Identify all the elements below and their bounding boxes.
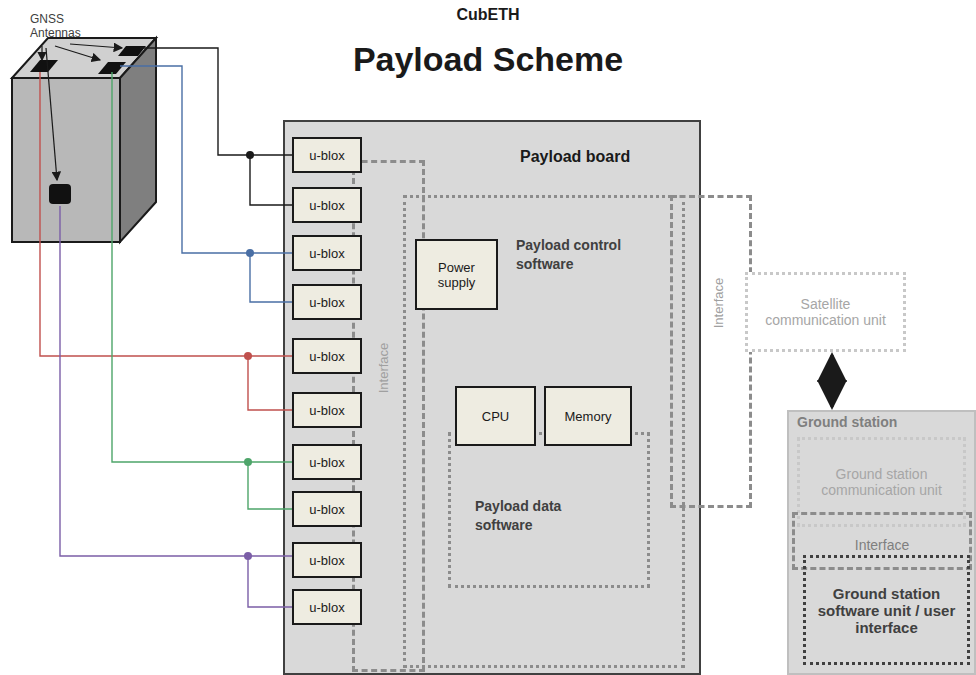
node-text: u-blox bbox=[304, 553, 349, 568]
ublox-module: u-blox bbox=[292, 589, 362, 625]
node-text: Payload data software bbox=[475, 497, 595, 535]
ublox-module: u-blox bbox=[292, 235, 362, 271]
antenna-wire bbox=[40, 72, 292, 356]
node-text: Satellite communication unit bbox=[748, 296, 903, 328]
software-box: Payload control softwarePower supplyCPU M… bbox=[403, 195, 685, 668]
node-text: u-blox bbox=[304, 148, 349, 163]
software-unit: Ground station software unit / user inte… bbox=[803, 555, 970, 665]
memory-box: Memory bbox=[544, 386, 632, 446]
node-text: Ground station software unit / user inte… bbox=[806, 585, 967, 636]
cube-front bbox=[12, 78, 120, 242]
antenna-wire bbox=[112, 72, 292, 462]
node-text: Memory bbox=[560, 409, 617, 424]
ublox-module: u-blox bbox=[292, 542, 362, 578]
ublox-module: u-blox bbox=[292, 491, 362, 527]
antenna-wire bbox=[250, 155, 292, 205]
ublox-module: u-blox bbox=[292, 444, 362, 480]
ublox-module: u-blox bbox=[292, 284, 362, 320]
diagram-title: Payload Scheme bbox=[0, 40, 976, 79]
node-text: Payload board bbox=[520, 148, 630, 166]
antenna-wire bbox=[120, 66, 292, 253]
payload-board: Payload board u-blox u-blox u-blox u-blox u-b… bbox=[283, 120, 701, 675]
ublox-module: u-blox bbox=[292, 137, 362, 173]
node-text: u-blox bbox=[304, 455, 349, 470]
node-text: u-blox bbox=[304, 403, 349, 418]
node-text: Ground station communication unit bbox=[800, 466, 963, 498]
wire-junction bbox=[244, 352, 252, 360]
interface-box: Interface bbox=[670, 195, 752, 508]
node-text: Ground station bbox=[797, 414, 897, 430]
ublox-module: u-blox bbox=[292, 187, 362, 223]
gnss-antenna bbox=[30, 60, 58, 72]
gnss-antenna bbox=[49, 184, 71, 204]
wire-junction bbox=[244, 552, 252, 560]
antenna-wire bbox=[248, 556, 292, 607]
ublox-module: u-blox bbox=[292, 392, 362, 428]
software-box: Payload data software bbox=[448, 432, 650, 588]
node-text: u-blox bbox=[304, 198, 349, 213]
project-name: CubETH bbox=[0, 6, 976, 24]
node-text: Interface bbox=[376, 343, 391, 394]
communication-unit: Satellite communication unit bbox=[745, 272, 906, 352]
antenna-wire bbox=[248, 462, 292, 509]
ublox-module: u-blox bbox=[292, 338, 362, 374]
antenna-wire bbox=[248, 356, 292, 410]
interface-box: Interface bbox=[792, 512, 972, 570]
node-text: Power supply bbox=[417, 260, 496, 290]
ground-station: Ground stationGround station communicati… bbox=[787, 410, 976, 675]
wire-junction bbox=[244, 458, 252, 466]
cube-side bbox=[120, 38, 156, 242]
node-text: Payload control software bbox=[516, 236, 656, 274]
antenna-wire bbox=[250, 253, 292, 302]
node-text: u-blox bbox=[304, 246, 349, 261]
node-text: CPU bbox=[477, 409, 514, 424]
interface-box: Interface bbox=[352, 160, 425, 672]
cpu-box: CPU bbox=[455, 386, 536, 446]
node-text: u-blox bbox=[304, 600, 349, 615]
leader-lines bbox=[42, 44, 122, 180]
antenna-wire bbox=[140, 48, 292, 155]
wire-junction bbox=[246, 249, 254, 257]
node-text: u-blox bbox=[304, 349, 349, 364]
node-text: u-blox bbox=[304, 295, 349, 310]
antenna-wire bbox=[60, 206, 292, 556]
double-arrow bbox=[831, 355, 834, 407]
node-text: Interface bbox=[795, 537, 969, 553]
node-text: Interface bbox=[711, 278, 726, 329]
node-text: u-blox bbox=[304, 502, 349, 517]
power-supply-box: Power supply bbox=[415, 239, 498, 310]
antenna-label: GNSS Antennas bbox=[30, 12, 94, 40]
wire-junction bbox=[246, 151, 254, 159]
